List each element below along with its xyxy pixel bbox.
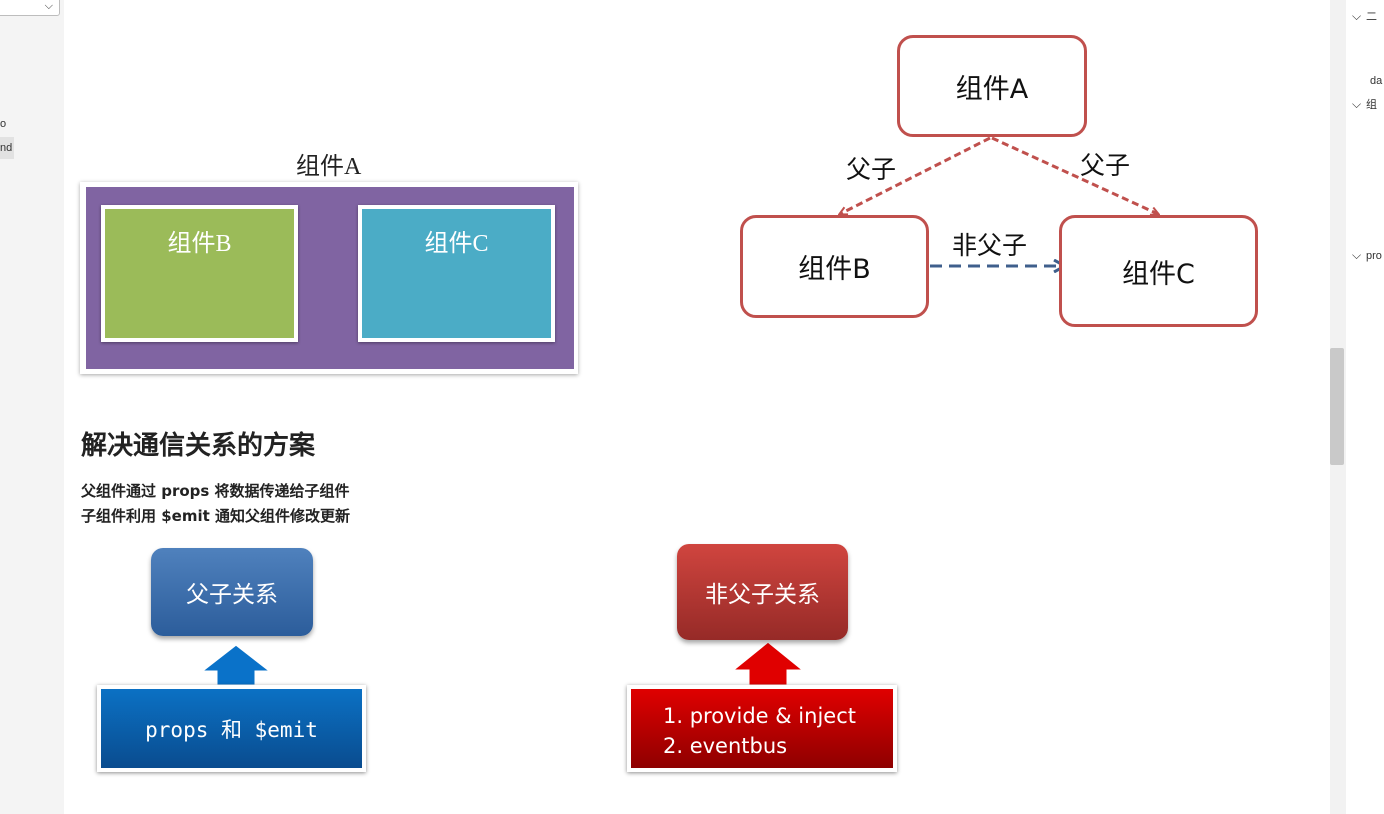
description-line: 父组件通过 props 将数据传递给子组件 — [81, 482, 350, 500]
component-b-label: 组件B — [167, 231, 232, 257]
sidebar-select[interactable]: ⌵ — [0, 0, 60, 16]
outline-panel: ⌵二 da ⌵组 ⌵pro — [1346, 0, 1384, 814]
solution-item: 1. provide & inject — [663, 704, 856, 728]
chevron-down-icon: ⌵ — [44, 0, 53, 12]
edge-label-parent-child-right: 父子 — [1080, 151, 1131, 180]
scrollbar-thumb[interactable] — [1330, 348, 1344, 465]
non-parent-child-relation-label: 非父子关系 — [705, 582, 820, 608]
outline-item[interactable]: ⌵pro — [1352, 248, 1382, 262]
sidebar-item[interactable]: o — [0, 118, 7, 130]
solution-item: 2. eventbus — [663, 734, 788, 758]
chevron-down-icon[interactable]: ⌵ — [1352, 9, 1362, 23]
diagram-node-component-b: 组件B — [740, 215, 929, 318]
sidebar-item-selected[interactable]: nd — [0, 137, 14, 159]
chevron-down-icon[interactable]: ⌵ — [1352, 97, 1362, 111]
parent-child-relation-label: 父子关系 — [186, 582, 278, 608]
node-a-label: 组件A — [955, 73, 1029, 105]
non-parent-child-solution-box: 1. provide & inject 2. eventbus — [627, 685, 897, 772]
left-sidebar: ⌵ o nd — [0, 0, 64, 814]
parent-child-solution-box: props 和 $emit — [97, 685, 366, 772]
parent-child-solution-text: props 和 $emit — [145, 717, 318, 742]
outline-item[interactable]: ⌵组 — [1352, 97, 1377, 111]
section-heading: 解决通信关系的方案 — [81, 431, 316, 461]
component-c-label: 组件C — [424, 231, 489, 257]
diagram-node-component-c: 组件C — [1059, 215, 1258, 327]
component-b-box: 组件B — [101, 205, 298, 342]
non-parent-child-relation-box: 非父子关系 — [677, 544, 848, 640]
edge-label-non-parent-child: 非父子 — [952, 231, 1028, 260]
outline-item[interactable]: ⌵二 — [1352, 9, 1377, 23]
description-line: 子组件利用 $emit 通知父组件修改更新 — [81, 507, 350, 525]
outline-item[interactable]: da — [1370, 75, 1383, 87]
node-c-label: 组件C — [1122, 258, 1195, 290]
parent-child-relation-box: 父子关系 — [151, 548, 313, 636]
edge-label-parent-child-left: 父子 — [846, 155, 897, 184]
node-b-label: 组件B — [798, 254, 871, 285]
chevron-down-icon[interactable]: ⌵ — [1352, 248, 1362, 262]
figure-title-component-a: 组件A — [296, 154, 362, 180]
diagram-node-component-a: 组件A — [897, 35, 1087, 137]
component-c-box: 组件C — [358, 205, 555, 342]
